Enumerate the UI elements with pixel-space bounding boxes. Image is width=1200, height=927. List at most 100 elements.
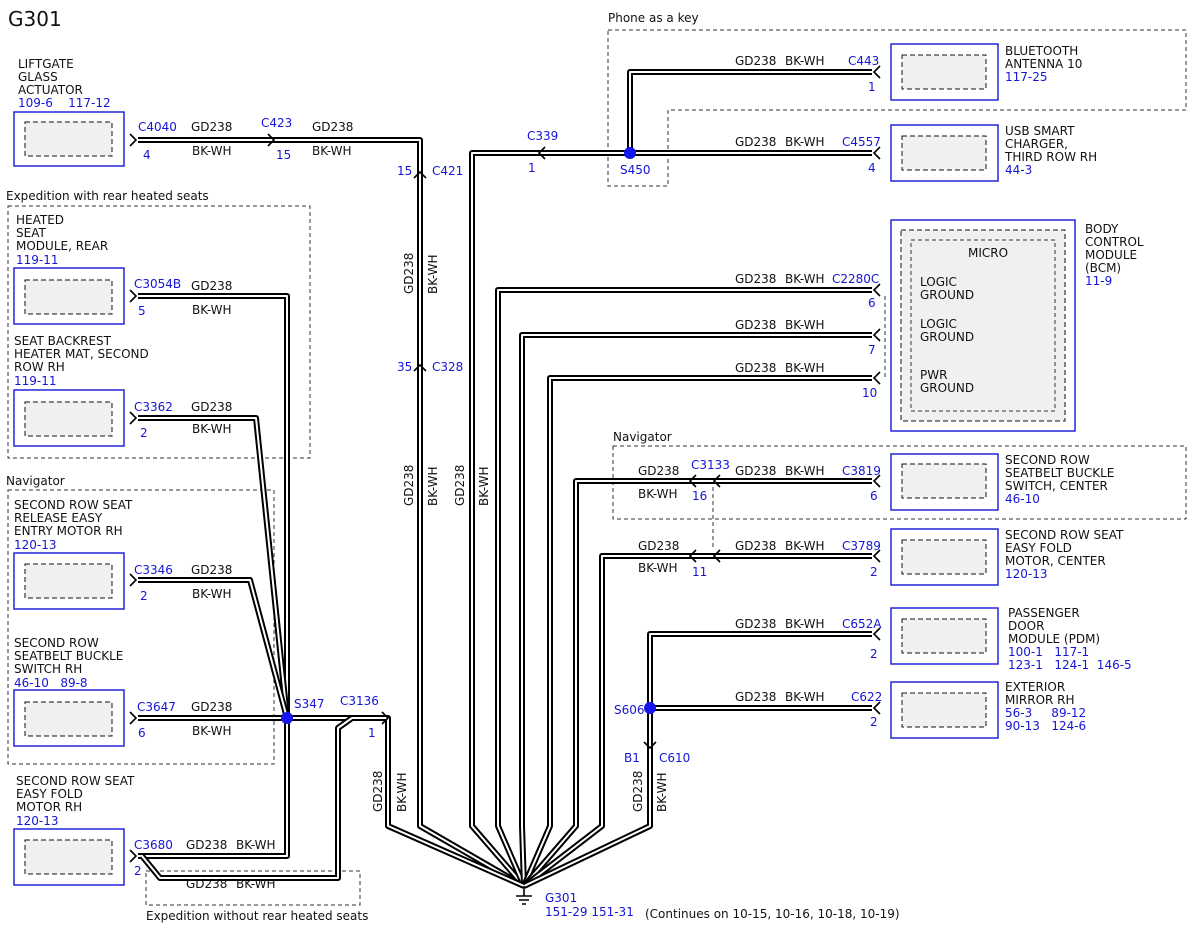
component-label-line: SEAT	[16, 226, 46, 240]
component-label-line: (BCM)	[1085, 261, 1121, 275]
bcm-pin-label: GROUND	[920, 330, 974, 344]
connector-name: C2280C	[832, 272, 879, 286]
connector-pin: 1	[868, 80, 876, 94]
component-label-line: THIRD ROW RH	[1004, 150, 1097, 164]
diagram-title: G301	[8, 7, 62, 31]
connector-name: C3362	[134, 400, 173, 414]
connector-pin: 7	[868, 343, 876, 357]
wire-code: GD238	[735, 135, 776, 149]
component-refs: 11-9	[1085, 274, 1112, 288]
wire-code: GD238	[191, 563, 232, 577]
component-label-line: HEATER MAT, SECOND	[14, 347, 149, 361]
component-release-easy-entry-motor: SECOND ROW SEAT RELEASE EASY ENTRY MOTOR…	[13, 498, 173, 610]
inline-c3133-pin-11: 11	[692, 565, 707, 579]
component-label-line: ROW RH	[14, 360, 65, 374]
component-label-line: EASY FOLD	[1005, 541, 1072, 555]
wire-code: GD238	[191, 120, 232, 134]
group-rear-heated: Expedition with rear heated seats	[6, 189, 311, 459]
wire-color: BK-WH	[426, 466, 440, 506]
component-label-line: SECOND ROW	[1005, 453, 1090, 467]
component-easy-fold-motor-rh: SECOND ROW SEAT EASY FOLD MOTOR RH 120-1…	[13, 774, 173, 886]
inline-c421-pin: 15	[397, 164, 412, 178]
bcm-pin-label: LOGIC	[920, 317, 957, 331]
component-label-line: HEATED	[16, 213, 64, 227]
splice-s450	[624, 147, 636, 159]
wire-code: GD238	[631, 771, 645, 812]
group-label-without-rear-heated: Expedition without rear heated seats	[146, 909, 368, 923]
component-label-line: SECOND ROW SEAT	[1005, 528, 1124, 542]
ground-g301: G301 151-29 151-31	[516, 886, 634, 919]
wire-color: BK-WH	[785, 54, 825, 68]
connector-pin: 2	[870, 647, 878, 661]
connector-pin: 6	[868, 296, 876, 310]
wire-code: GD238	[735, 54, 776, 68]
component-label-line: SECOND ROW SEAT	[14, 498, 133, 512]
wire-code: GD238	[735, 690, 776, 704]
wire-color: BK-WH	[192, 724, 232, 738]
inline-c3133-name: C3133	[691, 458, 730, 472]
inline-c339-pin: 1	[528, 161, 536, 175]
inline-c421-name: C421	[432, 164, 463, 178]
connector-pin: 2	[140, 589, 148, 603]
connector-name: C3647	[137, 700, 176, 714]
connector-name: C4557	[842, 135, 881, 149]
ground-name: G301	[545, 891, 577, 905]
group-phone-as-key: Phone as a key	[607, 11, 1187, 187]
component-label-line: USB SMART	[1005, 124, 1075, 138]
component-refs: 46-10	[1005, 492, 1040, 506]
component-refs: 119-11	[14, 374, 57, 388]
component-label-line: CHARGER,	[1005, 137, 1068, 151]
connector-name: C3789	[842, 539, 881, 553]
bcm-pin-label: PWR	[920, 368, 947, 382]
wire-code: GD238	[735, 318, 776, 332]
wire-code: GD238	[735, 617, 776, 631]
inline-c328-pin: 35	[397, 360, 412, 374]
wire-code: GD238	[735, 361, 776, 375]
component-label-line: RELEASE EASY	[14, 511, 103, 525]
component-label-line: LIFTGATE	[18, 57, 74, 71]
wire-code: GD238	[402, 253, 416, 294]
component-refs: 117-25	[1005, 70, 1048, 84]
connector-name: C3346	[134, 563, 173, 577]
wire-code: GD238	[191, 700, 232, 714]
component-label-line: BODY	[1085, 222, 1119, 236]
component-label-line: SECOND ROW	[14, 636, 99, 650]
connector-pin: 4	[143, 148, 151, 162]
component-bluetooth-antenna: BLUETOOTH ANTENNA 10 117-25 C443 1	[848, 43, 1082, 101]
bcm-pin-label: GROUND	[920, 288, 974, 302]
component-seat-backrest-heater: SEAT BACKREST HEATER MAT, SECOND ROW RH …	[13, 334, 173, 447]
ground-refs: 151-29 151-31	[545, 905, 634, 919]
inline-c3136-pin: 1	[368, 726, 376, 740]
component-label-line: MODULE (PDM)	[1008, 632, 1100, 646]
connector-pin: 5	[138, 304, 146, 318]
component-label-line: SEATBELT BUCKLE	[1005, 466, 1114, 480]
wire-color: BK-WH	[785, 361, 825, 375]
inline-c339-name: C339	[527, 129, 558, 143]
wire-color: BK-WH	[192, 587, 232, 601]
wire-color: BK-WH	[395, 772, 409, 812]
inline-c423-name: C423	[261, 116, 292, 130]
component-label-line: EASY FOLD	[16, 787, 83, 801]
connector-pin: 2	[870, 715, 878, 729]
bcm-pin-label: LOGIC	[920, 275, 957, 289]
component-refs: 120-13	[14, 538, 57, 552]
connector-pin: 4	[868, 161, 876, 175]
component-label-line: ENTRY MOTOR RH	[14, 524, 123, 538]
connector-pin: 6	[138, 726, 146, 740]
wire-color: BK-WH	[236, 877, 276, 891]
component-label-line: SWITCH RH	[14, 662, 82, 676]
inline-c610-name: C610	[659, 751, 690, 765]
component-label-line: MIRROR RH	[1005, 693, 1075, 707]
connector-pin: 2	[870, 565, 878, 579]
component-easy-fold-motor-center: SECOND ROW SEAT EASY FOLD MOTOR, CENTER …	[842, 528, 1124, 586]
wire-labels: GD238 BK-WH GD238 BK-WH GD238 BK-WH GD23…	[186, 54, 825, 891]
inline-connectors: C423 15 C421 15 C328 35 C339 1 C3136 1 C…	[261, 116, 730, 765]
splice-s606	[644, 702, 656, 714]
splice-label-s450: S450	[620, 163, 651, 177]
wire-color: BK-WH	[785, 464, 825, 478]
wire-code: GD238	[735, 539, 776, 553]
wire-color: BK-WH	[638, 487, 678, 501]
connector-name: C3819	[842, 464, 881, 478]
component-refs: 90-13 124-6	[1005, 719, 1086, 733]
